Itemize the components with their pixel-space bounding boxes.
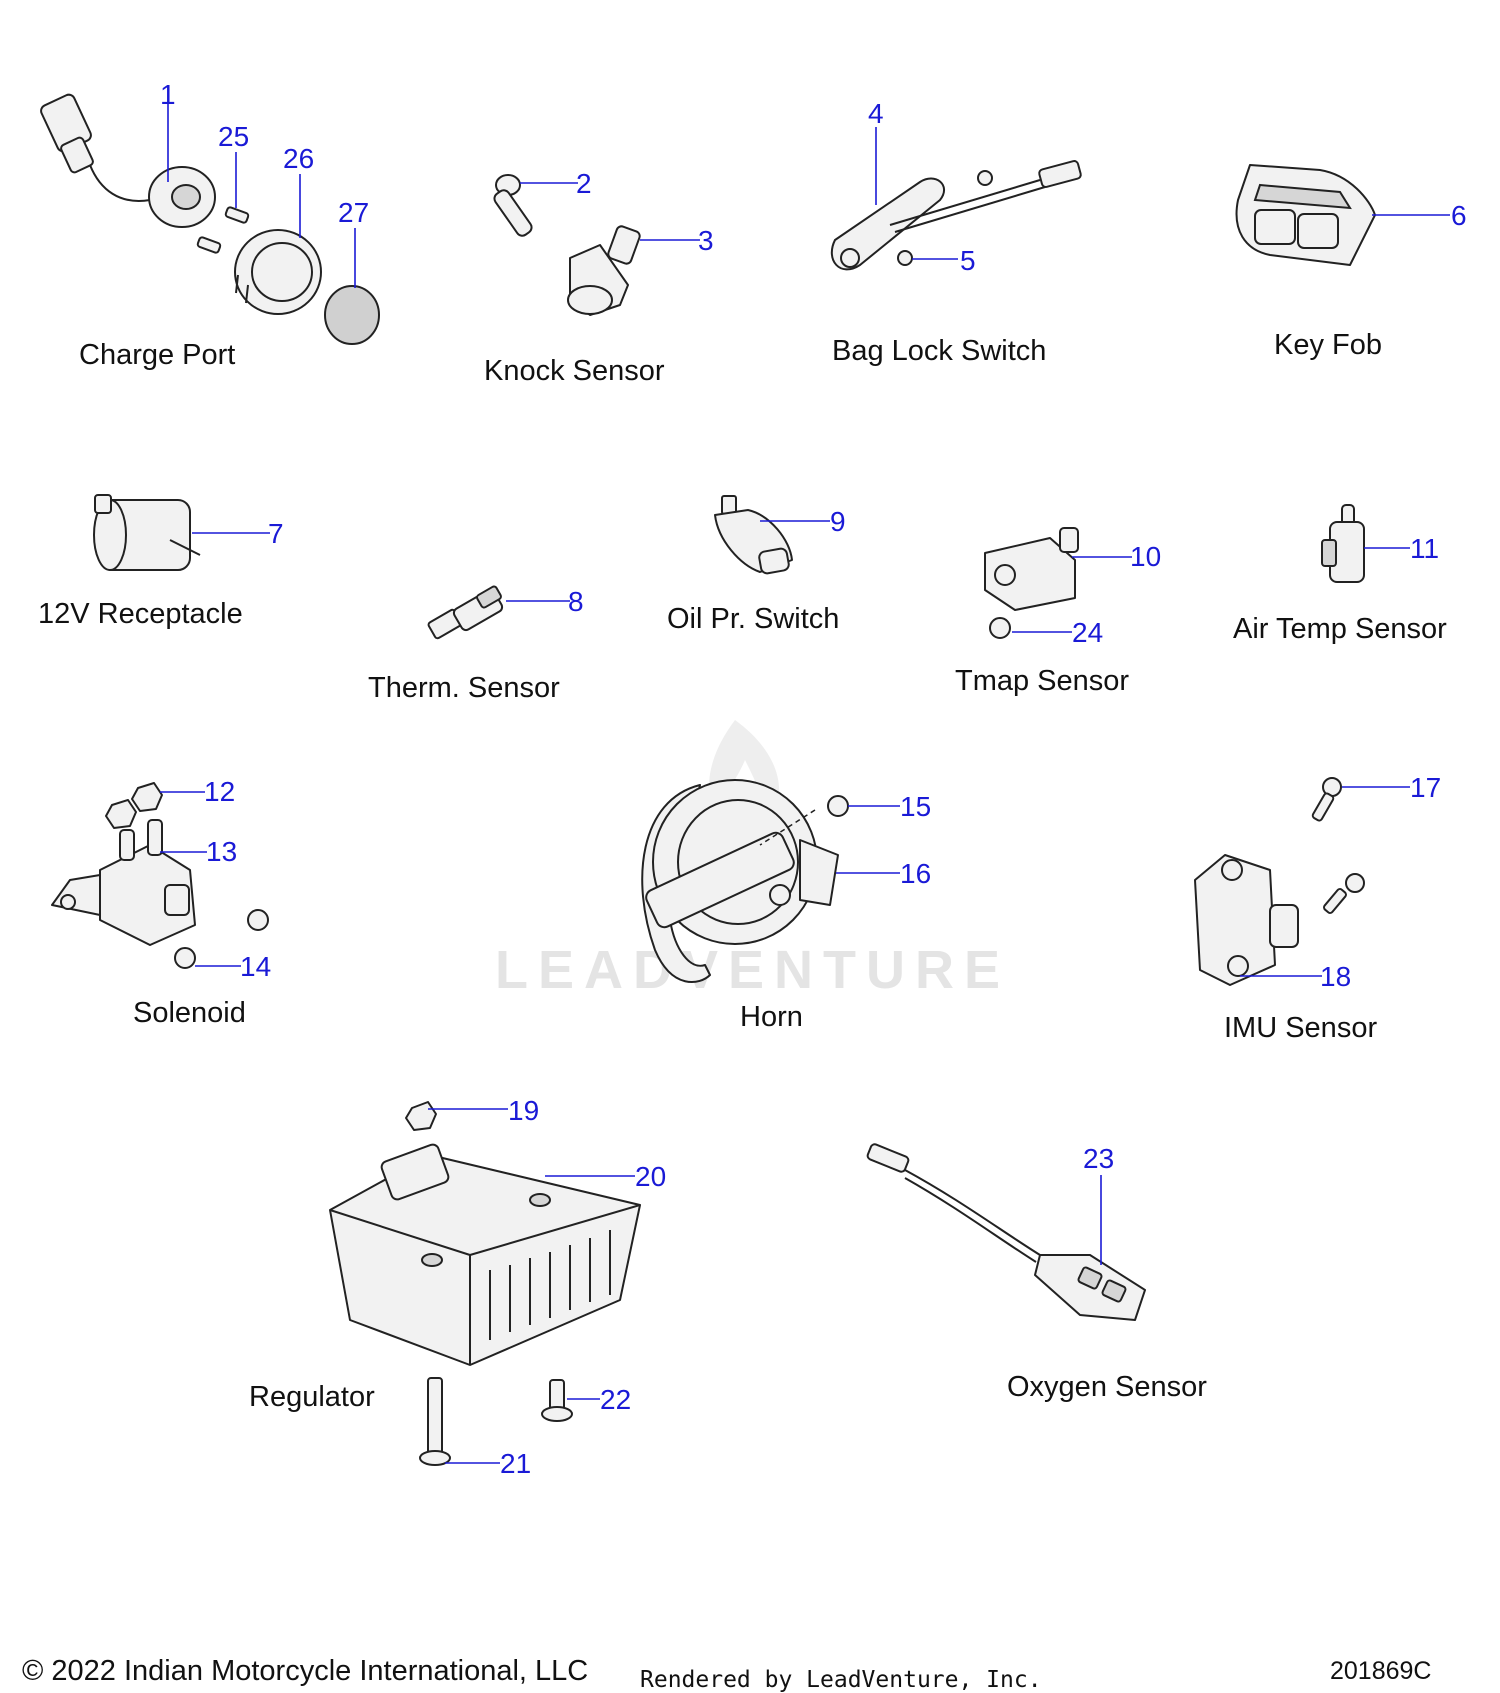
label-bag-lock-switch: Bag Lock Switch bbox=[832, 335, 1046, 367]
label-charge-port: Charge Port bbox=[79, 339, 235, 371]
drawing-number: 201869C bbox=[1330, 1657, 1432, 1685]
air-temp-sensor-illustration bbox=[1321, 504, 1365, 583]
watermark: LEADVENTURE bbox=[495, 720, 1010, 1000]
label-oil-switch: Oil Pr. Switch bbox=[667, 603, 839, 635]
label-imu-sensor: IMU Sensor bbox=[1224, 1012, 1377, 1044]
imu-sensor-illustration bbox=[1194, 777, 1365, 986]
oxygen-sensor-illustration bbox=[866, 1143, 1146, 1321]
label-regulator: Regulator bbox=[249, 1381, 375, 1413]
tmap-sensor-illustration bbox=[984, 527, 1079, 639]
bag-lock-switch-group: 4 5 Bag Lock Switch bbox=[830, 98, 1082, 367]
callout-12[interactable]: 12 bbox=[204, 776, 235, 807]
regulator-group: 19 20 21 22 Regulator bbox=[249, 1095, 666, 1479]
callout-3[interactable]: 3 bbox=[698, 225, 714, 256]
callout-10[interactable]: 10 bbox=[1130, 541, 1161, 572]
label-horn: Horn bbox=[740, 1001, 803, 1033]
callout-24[interactable]: 24 bbox=[1072, 617, 1103, 648]
callout-18[interactable]: 18 bbox=[1320, 961, 1351, 992]
label-knock-sensor: Knock Sensor bbox=[484, 355, 665, 387]
horn-illustration bbox=[641, 779, 849, 984]
callout-26[interactable]: 26 bbox=[283, 143, 314, 174]
callout-20[interactable]: 20 bbox=[635, 1161, 666, 1192]
label-solenoid: Solenoid bbox=[133, 997, 246, 1029]
key-fob-illustration bbox=[1235, 164, 1376, 266]
air-temp-sensor-group: 11 Air Temp Sensor bbox=[1233, 504, 1447, 645]
charge-port-group: 1 25 26 27 Charge Port bbox=[40, 79, 380, 371]
oil-switch-group: 9 Oil Pr. Switch bbox=[667, 495, 846, 635]
knock-sensor-group: 2 3 Knock Sensor bbox=[484, 168, 714, 387]
callout-1[interactable]: 1 bbox=[160, 79, 176, 110]
label-12v-receptacle: 12V Receptacle bbox=[38, 598, 243, 630]
callout-16[interactable]: 16 bbox=[900, 858, 931, 889]
regulator-illustration bbox=[329, 1101, 641, 1466]
callout-15[interactable]: 15 bbox=[900, 791, 931, 822]
imu-sensor-group: 17 18 IMU Sensor bbox=[1194, 772, 1441, 1044]
horn-group: 15 16 Horn bbox=[641, 779, 931, 1033]
label-therm-sensor: Therm. Sensor bbox=[368, 672, 560, 704]
callout-13[interactable]: 13 bbox=[206, 836, 237, 867]
callout-11[interactable]: 11 bbox=[1410, 533, 1439, 564]
callout-5[interactable]: 5 bbox=[960, 245, 976, 276]
callout-25[interactable]: 25 bbox=[218, 121, 249, 152]
callout-4[interactable]: 4 bbox=[868, 98, 884, 129]
callout-22[interactable]: 22 bbox=[600, 1384, 631, 1415]
key-fob-group: 6 Key Fob bbox=[1235, 164, 1467, 361]
therm-sensor-illustration bbox=[427, 585, 504, 640]
callout-14[interactable]: 14 bbox=[240, 951, 271, 982]
callout-17[interactable]: 17 bbox=[1410, 772, 1441, 803]
callout-2[interactable]: 2 bbox=[576, 168, 592, 199]
charge-port-illustration bbox=[40, 93, 380, 345]
solenoid-illustration bbox=[51, 782, 269, 969]
therm-sensor-group: 8 Therm. Sensor bbox=[368, 585, 584, 704]
copyright-text: © 2022 Indian Motorcycle International, … bbox=[22, 1655, 589, 1687]
callout-19[interactable]: 19 bbox=[508, 1095, 539, 1126]
callout-9[interactable]: 9 bbox=[830, 506, 846, 537]
label-oxygen-sensor: Oxygen Sensor bbox=[1007, 1371, 1207, 1403]
label-key-fob: Key Fob bbox=[1274, 329, 1382, 361]
rendered-by-text: Rendered by LeadVenture, Inc. bbox=[640, 1667, 1042, 1693]
watermark-text: LEADVENTURE bbox=[495, 940, 1010, 1000]
callout-23[interactable]: 23 bbox=[1083, 1143, 1114, 1174]
bag-lock-switch-illustration bbox=[830, 160, 1082, 271]
label-tmap-sensor: Tmap Sensor bbox=[955, 665, 1129, 697]
receptacle-illustration bbox=[93, 494, 201, 571]
knock-sensor-illustration bbox=[493, 174, 641, 316]
receptacle-group: 7 12V Receptacle bbox=[38, 494, 284, 630]
callout-21[interactable]: 21 bbox=[500, 1448, 531, 1479]
label-air-temp-sensor: Air Temp Sensor bbox=[1233, 613, 1447, 645]
callout-8[interactable]: 8 bbox=[568, 586, 584, 617]
solenoid-group: 12 13 14 Solenoid bbox=[51, 776, 271, 1029]
callout-6[interactable]: 6 bbox=[1451, 200, 1467, 231]
tmap-sensor-group: 10 24 Tmap Sensor bbox=[955, 527, 1161, 697]
oxygen-sensor-group: 23 Oxygen Sensor bbox=[866, 1143, 1207, 1403]
callout-27[interactable]: 27 bbox=[338, 197, 369, 228]
oil-switch-illustration bbox=[714, 495, 793, 575]
callout-7[interactable]: 7 bbox=[268, 518, 284, 549]
